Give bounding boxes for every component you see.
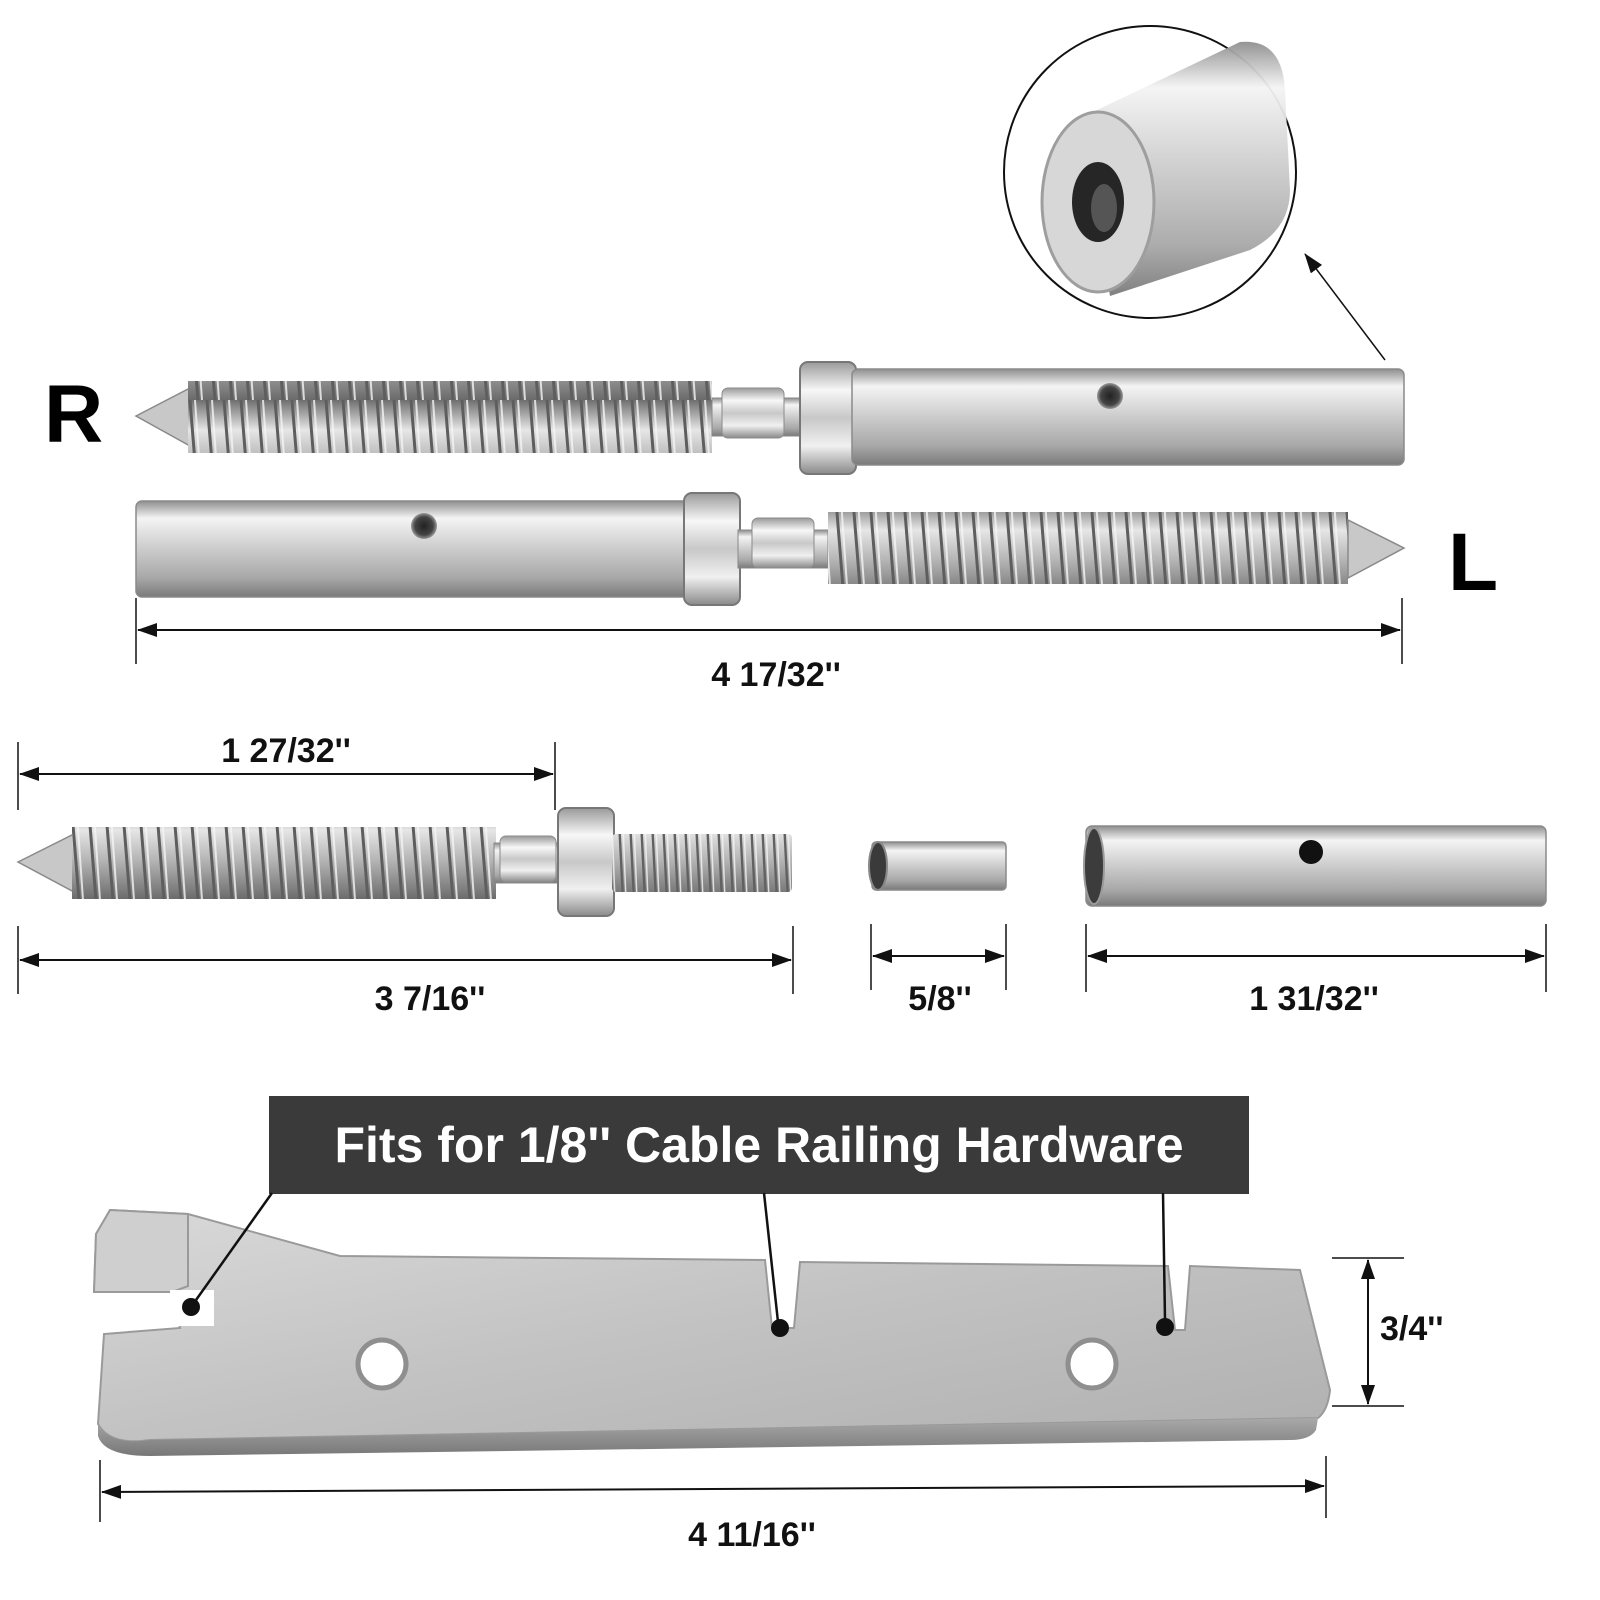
hex-nut (799, 361, 857, 475)
wrench-width-dimension: 3/4'' (1332, 1257, 1443, 1407)
middle-slot-marker (771, 1319, 789, 1337)
tube-length-label: 1 31/32'' (1249, 980, 1379, 1018)
sleeve-length-label: 5/8'' (908, 980, 971, 1018)
lag-thread (828, 512, 1348, 584)
hanger-bolt (16, 807, 792, 917)
hex-nut (683, 492, 741, 606)
lag-thread (188, 381, 712, 453)
banner-pointer-lines (194, 1192, 1167, 1323)
thread-length-label: 1 27/32'' (221, 732, 351, 770)
tube-end-callout (1003, 25, 1386, 361)
lag-thread (72, 827, 496, 899)
plate-fork-tip (92, 1208, 189, 1293)
assembly-length-dimension: 4 17/32'' (135, 598, 1403, 694)
ferrule-sleeve (868, 841, 1007, 891)
set-screw-hole (1097, 383, 1123, 409)
tube-end-closeup (1040, 41, 1290, 296)
swage-wrench-plate (92, 1208, 1332, 1456)
swage-tube (135, 500, 689, 598)
compatibility-banner: Fits for 1/8'' Cable Railing Hardware (269, 1096, 1249, 1194)
swage-tube (851, 368, 1405, 466)
right-slot-marker (1156, 1318, 1174, 1336)
thread-length-dimension: 1 27/32'' (17, 732, 556, 810)
assembly-length-label: 4 17/32'' (711, 656, 841, 694)
right-hand-lag-screw-assembly (134, 361, 1405, 475)
screw-tip (134, 386, 191, 448)
hex-flat (499, 835, 557, 883)
tube-length-dimension: 1 31/32'' (1085, 924, 1547, 1018)
banner-text: Fits for 1/8'' Cable Railing Hardware (335, 1117, 1184, 1173)
machine-thread (612, 834, 792, 892)
right-hand-label: R (44, 369, 103, 460)
hex-flat (751, 517, 815, 569)
wrench-width-label: 3/4'' (1380, 1310, 1443, 1348)
hex-flat (721, 387, 785, 439)
fork-slot-marker (182, 1298, 200, 1316)
screw-tip (16, 832, 75, 894)
callout-pointer-arrow (1304, 253, 1386, 361)
plate-body (92, 1208, 1332, 1443)
bolt-length-dimension: 3 7/16'' (17, 926, 794, 1018)
plate-edge (98, 1418, 1318, 1456)
left-hand-label: L (1448, 517, 1498, 608)
mounting-hole-left (355, 1337, 409, 1391)
left-hand-lag-screw-assembly (135, 492, 1406, 606)
mounting-hole-right (1065, 1337, 1119, 1391)
sleeve-length-dimension: 5/8'' (870, 924, 1007, 1018)
set-screw-hole (411, 513, 437, 539)
wrench-length-dimension: 4 11/16'' (99, 1456, 1327, 1554)
bolt-length-label: 3 7/16'' (375, 980, 486, 1018)
swage-tube-part (1083, 825, 1547, 907)
screw-tip (1347, 518, 1406, 580)
wrench-length-label: 4 11/16'' (688, 1516, 816, 1554)
hex-nut (557, 807, 615, 917)
set-screw-hole (1299, 840, 1323, 864)
